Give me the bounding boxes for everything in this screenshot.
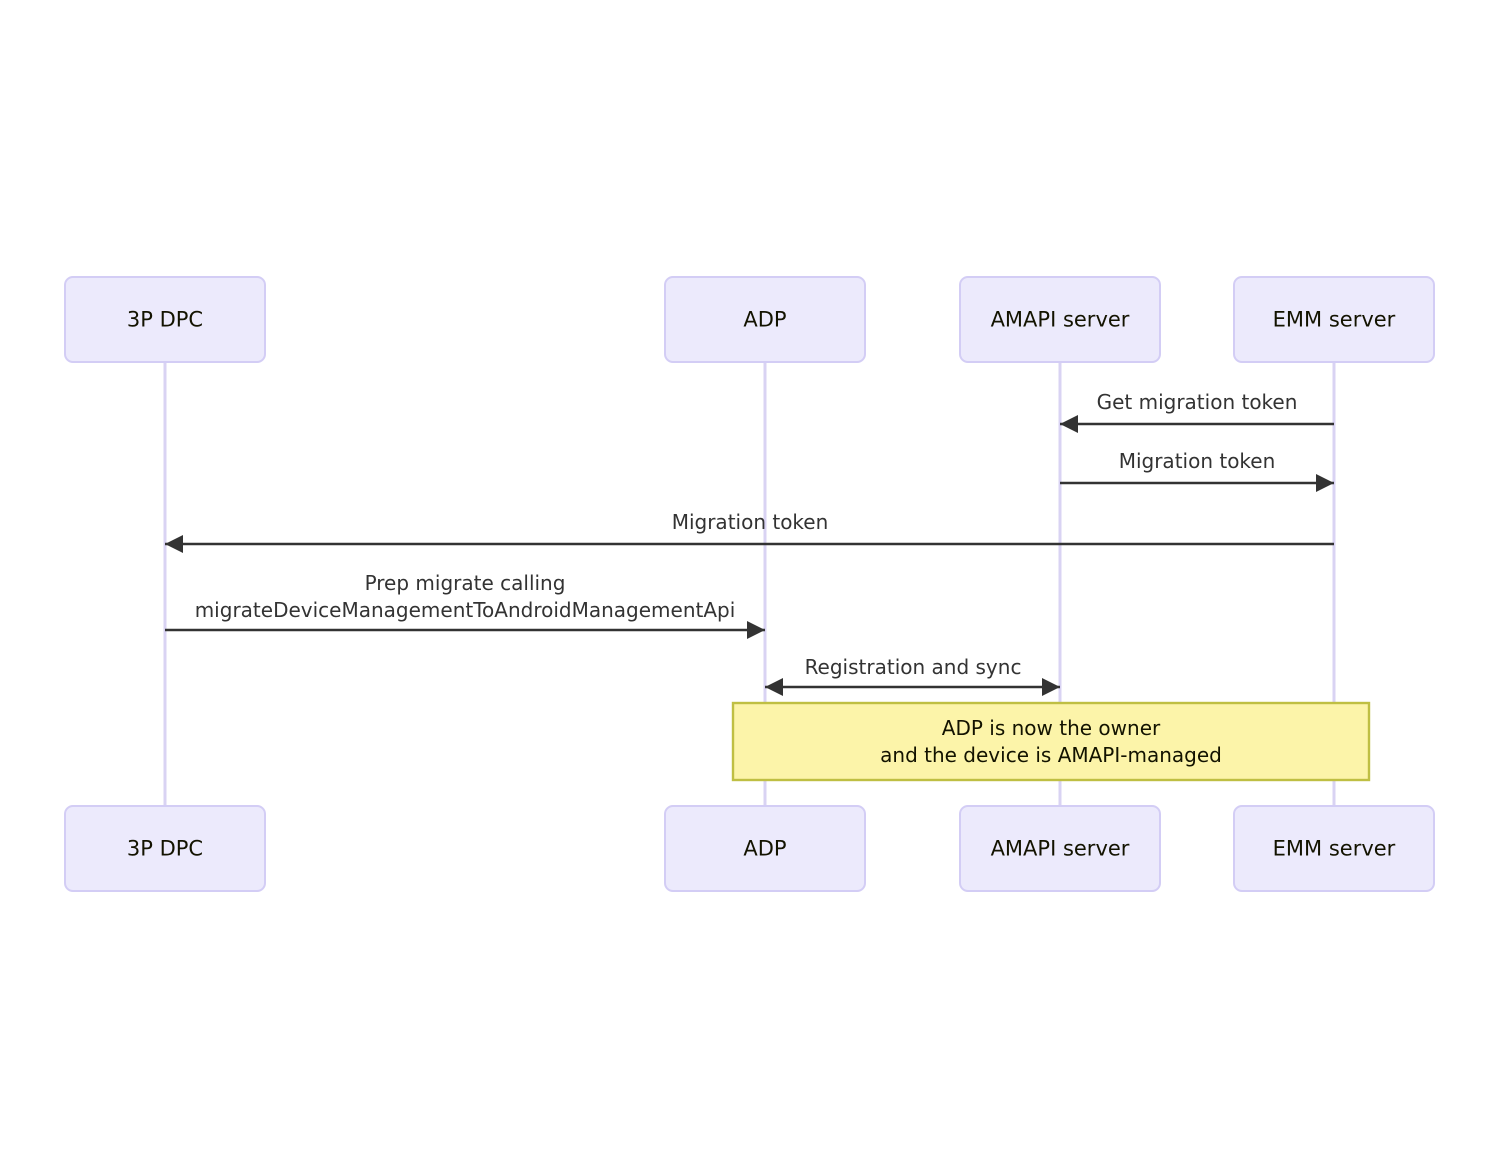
participant-bottom-box-adp[interactable] [664, 805, 866, 892]
note-text-n1-line-0: ADP is now the owner [942, 716, 1161, 740]
arrowhead-icon [765, 678, 783, 696]
message-label-m4-line-0: Prep migrate calling [365, 571, 566, 595]
participant-top-box-adp[interactable] [664, 276, 866, 363]
message-label-m4-line-1: migrateDeviceManagementToAndroidManageme… [195, 598, 736, 622]
participant-top-label-amapi: AMAPI server [991, 308, 1130, 332]
arrowhead-icon [1316, 474, 1334, 492]
participant-bottom-label-adp: ADP [743, 837, 786, 861]
message-m2: Migration token [1060, 449, 1334, 492]
arrowhead-icon [747, 621, 765, 639]
note-text-n1-line-1: and the device is AMAPI-managed [880, 743, 1222, 767]
message-m5: Registration and sync [765, 655, 1060, 696]
top-participants-group: 3P DPC ADP AMAPI server EMM server [64, 276, 1435, 363]
message-m3: Migration token [165, 510, 1334, 553]
participant-top-label-emm: EMM server [1273, 308, 1396, 332]
notes-group: ADP is now the owner and the device is AM… [731, 701, 1371, 782]
participant-bottom-label-dpc: 3P DPC [127, 837, 203, 861]
participant-bottom-box-amapi[interactable] [959, 805, 1161, 892]
arrowhead-icon [1060, 415, 1078, 433]
bottom-participants-group: 3P DPC ADP AMAPI server EMM server [64, 805, 1435, 892]
participant-top-label-dpc: 3P DPC [127, 308, 203, 332]
message-label-m2-line-0: Migration token [1119, 449, 1276, 473]
note-n1: ADP is now the owner and the device is AM… [731, 701, 1371, 782]
participant-top-label-adp: ADP [743, 308, 786, 332]
message-m1: Get migration token [1060, 390, 1334, 433]
note-box-n1 [731, 701, 1371, 782]
participant-bottom-label-amapi: AMAPI server [991, 837, 1130, 861]
message-label-m3-line-0: Migration token [672, 510, 829, 534]
message-label-m5-line-0: Registration and sync [805, 655, 1022, 679]
participant-bottom-box-emm[interactable] [1233, 805, 1435, 892]
participant-bottom-label-emm: EMM server [1273, 837, 1396, 861]
participant-bottom-box-dpc[interactable] [64, 805, 266, 892]
arrowhead-icon [165, 535, 183, 553]
message-label-m1-line-0: Get migration token [1097, 390, 1298, 414]
message-m4: Prep migrate calling migrateDeviceManagem… [165, 571, 765, 639]
participant-top-box-amapi[interactable] [959, 276, 1161, 363]
arrowhead-icon [1042, 678, 1060, 696]
participant-top-box-dpc[interactable] [64, 276, 266, 363]
participant-top-box-emm[interactable] [1233, 276, 1435, 363]
